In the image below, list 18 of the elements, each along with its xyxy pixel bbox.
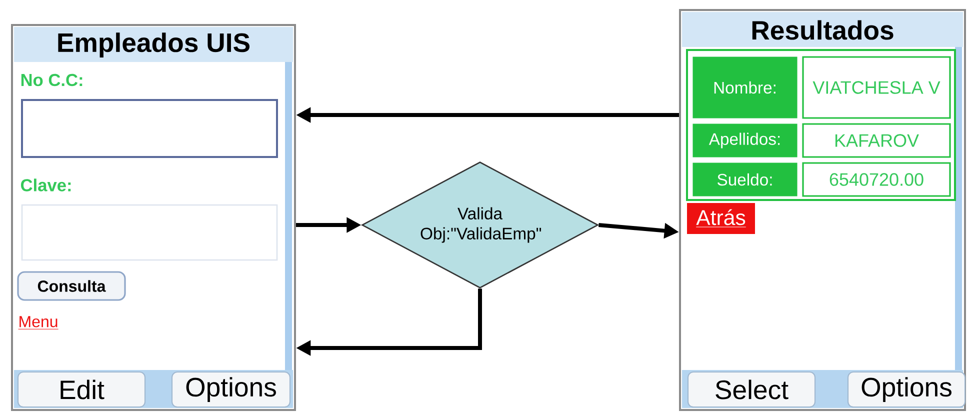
table-cell: KAFAROV [802, 123, 951, 158]
table-cell: 6540720.00 [802, 162, 951, 197]
table-header-cell: Sueldo: [692, 162, 798, 196]
screen-title: Resultados [752, 20, 894, 40]
query-button: Consulta [17, 271, 126, 301]
softkey-button: Select [687, 371, 816, 408]
menu-link: Menu [18, 316, 59, 330]
softkey-button: Options [847, 371, 966, 408]
field-label: No C.C: [21, 74, 82, 86]
screen-title: Empleados UIS [58, 32, 250, 58]
table-header-cell: Apellidos: [692, 124, 798, 158]
softkey-button: Edit [17, 371, 146, 408]
field-label: Clave: [20, 178, 71, 192]
table-header-cell: Nombre: [692, 56, 798, 118]
table-cell: VIATCHESLA V [802, 56, 951, 119]
softkey-button: Options [171, 371, 291, 408]
phone-screen [11, 24, 296, 411]
back-link: Atrás [687, 203, 755, 234]
